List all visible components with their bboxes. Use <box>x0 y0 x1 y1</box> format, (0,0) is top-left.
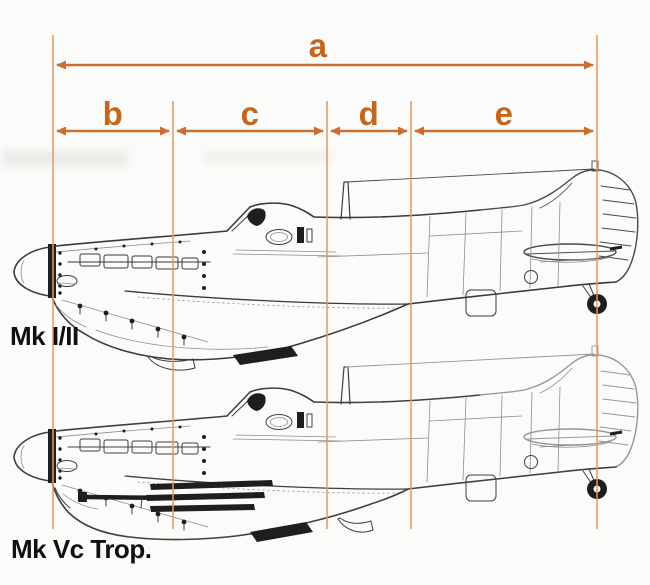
variant-label-mk-i-ii: Mk I/II <box>10 321 79 351</box>
dimension-ticks <box>52 35 598 529</box>
dimension-arrows <box>56 60 594 136</box>
aircraft-drawing-mk-i-ii <box>14 161 638 371</box>
dimension-label-c: c <box>240 95 260 132</box>
dimension-label-b: b <box>102 95 124 132</box>
aircraft-drawing-mk-vc-trop <box>14 346 638 542</box>
dimension-label-a: a <box>308 27 328 64</box>
dimension-label-e: e <box>494 95 514 132</box>
variant-label-mk-vc-trop: Mk Vc Trop. <box>11 534 152 564</box>
dimension-label-d: d <box>358 95 380 132</box>
